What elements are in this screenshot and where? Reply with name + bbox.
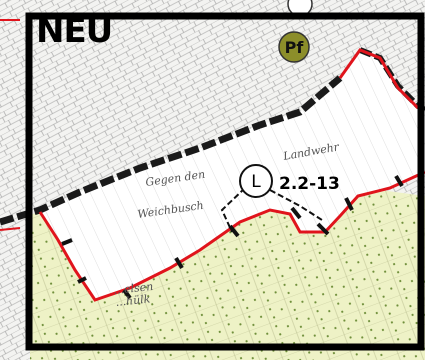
pf-symbol: Pf: [278, 31, 310, 63]
label-lower-left-2: ...hülk: [115, 292, 151, 309]
planning-field-area: [40, 52, 425, 300]
pf-letter: Pf: [285, 38, 305, 57]
label-lower-left-1: ...elsen: [113, 280, 154, 297]
landscape-code: 2.2-13: [279, 174, 340, 194]
plan-boundary-red-north: [338, 48, 420, 110]
connector-line-right: [269, 189, 323, 221]
boundary-ticks: [61, 174, 404, 300]
connector-line-left: [220, 187, 246, 233]
landscape-protection-symbol: L 2.2-13: [239, 164, 340, 198]
plan-boundary-red-west: [0, 19, 21, 231]
map-title: NEU: [36, 11, 113, 51]
landscape-letter: L: [251, 172, 261, 192]
map-frame: [25, 12, 425, 351]
municipal-boundary-line: [0, 75, 343, 226]
